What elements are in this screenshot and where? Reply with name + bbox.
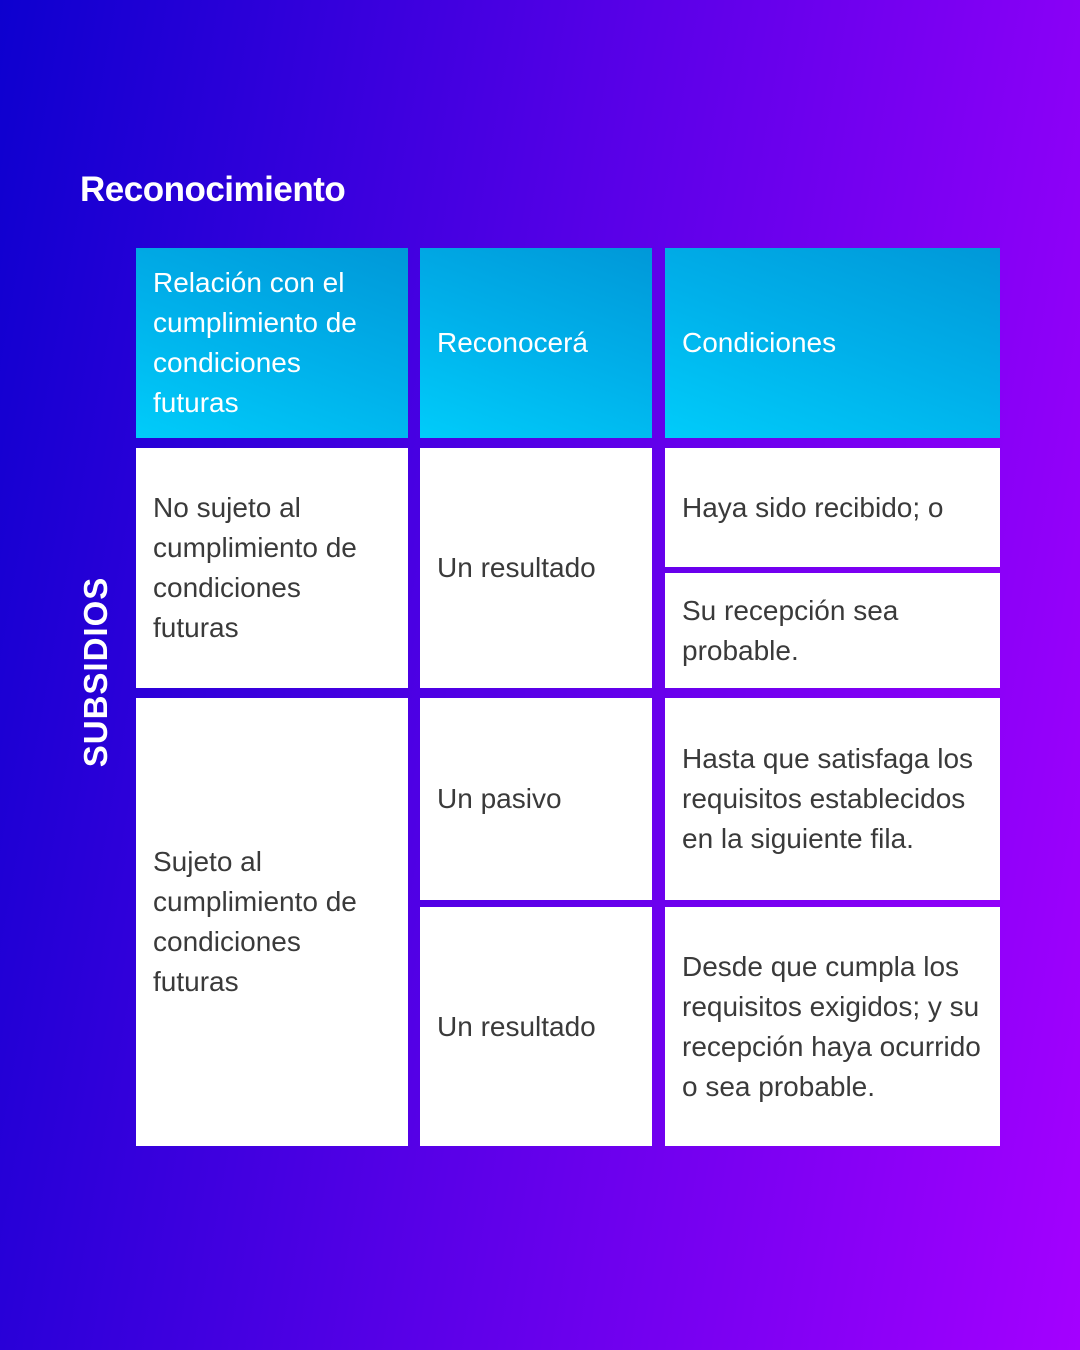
header-relation: Relación con el cumplimiento de condicio…	[136, 248, 408, 438]
row2-recognize-2: Un resultado	[420, 907, 652, 1146]
row1-condition-2: Su recepción sea probable.	[665, 573, 1000, 688]
row2-recognize-1: Un pasivo	[420, 698, 652, 900]
row2-condition-1: Hasta que satisfaga los requisitos estab…	[665, 698, 1000, 900]
row2-condition-2: Desde que cumpla los requisitos exigidos…	[665, 907, 1000, 1146]
header-conditions: Condiciones	[665, 248, 1000, 438]
row1-relation: No sujeto al cumplimiento de condiciones…	[136, 448, 408, 688]
page-title: Reconocimiento	[80, 170, 346, 209]
side-label: SUBSIDIOS	[77, 576, 114, 768]
row2-relation: Sujeto al cumplimiento de condiciones fu…	[136, 698, 408, 1146]
row1-recognize: Un resultado	[420, 448, 652, 688]
header-recognize: Reconocerá	[420, 248, 652, 438]
row1-condition-1: Haya sido recibido; o	[665, 448, 1000, 567]
